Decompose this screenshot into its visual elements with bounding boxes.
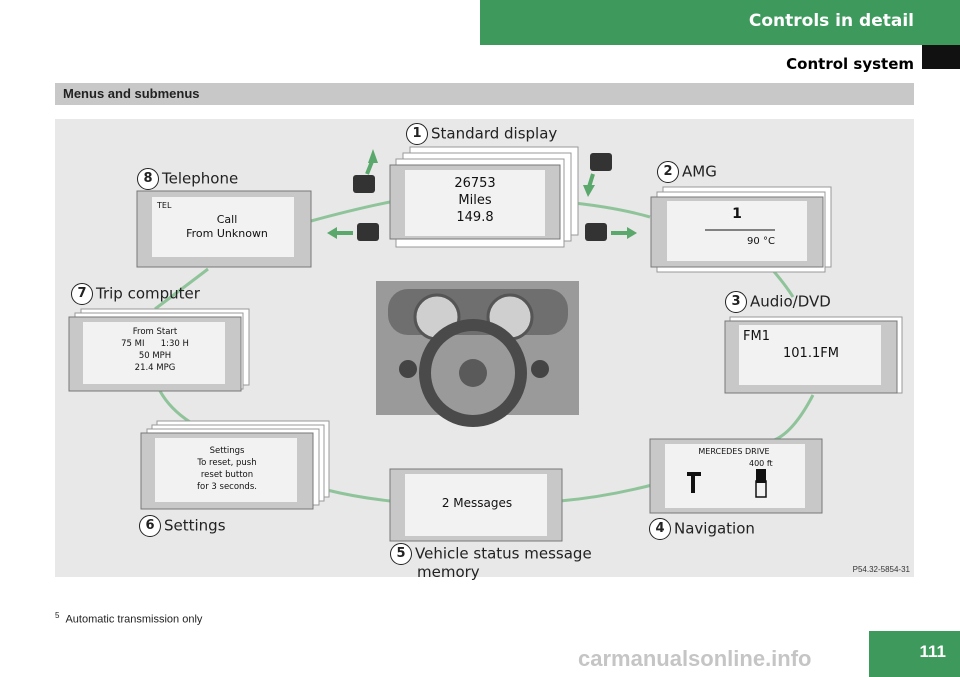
page-number: 111 bbox=[919, 642, 947, 661]
standard-display-lcd: 26753 Miles 149.8 bbox=[454, 176, 496, 225]
panel-navigation bbox=[649, 438, 823, 514]
section-title: Control system bbox=[786, 55, 914, 73]
status-lcd-messages: 2 Messages bbox=[441, 496, 513, 510]
diagram-graphics bbox=[68, 146, 903, 542]
button-icons bbox=[327, 149, 637, 241]
watermark: carmanualsonline.info bbox=[578, 646, 812, 671]
panel-vehicle-status bbox=[389, 468, 563, 542]
panel-amg bbox=[650, 186, 832, 273]
panel-settings bbox=[140, 420, 330, 510]
steering-wheel-photo bbox=[376, 281, 579, 427]
nav-lcd-distance: 400 ft bbox=[749, 459, 773, 468]
figure-id: P54.32-5854-31 bbox=[852, 565, 910, 574]
chapter-title: Controls in detail bbox=[748, 11, 914, 31]
telephone-lcd-tag: TEL bbox=[157, 201, 172, 210]
settings-lcd: Settings To reset, push reset button for… bbox=[197, 446, 257, 492]
audio-lcd-band: FM1 bbox=[743, 329, 770, 344]
menus-heading-bar: Menus and submenus bbox=[55, 83, 914, 105]
amg-lcd-gear: 1 bbox=[732, 206, 742, 222]
audio-lcd-frequency: 101.1FM bbox=[783, 346, 839, 361]
header-bar: Controls in detail bbox=[480, 0, 960, 45]
menus-heading: Menus and submenus bbox=[63, 86, 200, 101]
nav-distance-bar bbox=[756, 469, 766, 483]
amg-lcd-oil-temp: 90 °C bbox=[747, 236, 775, 247]
panel-telephone bbox=[136, 190, 312, 268]
telephone-lcd-call: Call From Unknown bbox=[186, 213, 268, 240]
panel-trip-computer bbox=[68, 308, 250, 392]
panel-standard-display bbox=[389, 146, 579, 248]
thumb-tab bbox=[922, 45, 960, 69]
nav-lcd-title: MERCEDES DRIVE bbox=[698, 447, 770, 456]
panel-audio bbox=[724, 316, 903, 394]
page-number-box: 111 bbox=[869, 631, 960, 677]
nav-turn-arrow bbox=[687, 472, 701, 493]
trip-lcd: From Start 75 MI 1:30 H 50 MPH 21.4 MPG bbox=[121, 327, 189, 373]
